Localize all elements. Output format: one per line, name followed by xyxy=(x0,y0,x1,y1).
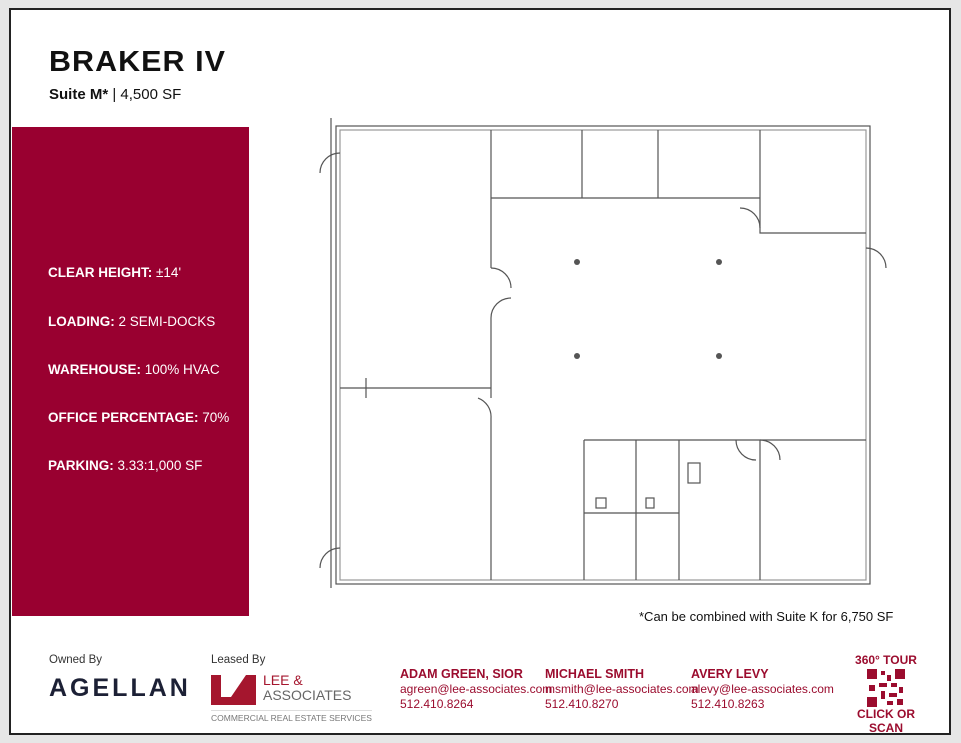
spec-value: 70% xyxy=(202,410,230,425)
suite-info: Suite M* | 4,500 SF xyxy=(49,86,181,103)
spec-warehouse: WAREHOUSE: 100% HVAC xyxy=(48,362,220,377)
spec-clear-height: CLEAR HEIGHT: ±14' xyxy=(48,265,181,280)
property-title: BRAKER IV xyxy=(49,46,226,78)
leased-by-label: Leased By xyxy=(211,654,266,666)
virtual-tour-link[interactable]: 360° TOUR CLICK OR SCAN xyxy=(841,653,931,735)
agellan-logo: AGELLAN xyxy=(49,674,191,702)
tour-cta: CLICK OR SCAN xyxy=(857,707,915,735)
contact-name: ADAM GREEN, SIOR xyxy=(400,667,523,681)
spec-office: OFFICE PERCENTAGE: 70% xyxy=(48,410,229,425)
spec-parking: PARKING: 3.33:1,000 SF xyxy=(48,458,202,473)
owned-by-label: Owned By xyxy=(49,654,103,666)
flyer-page: BRAKER IV Suite M* | 4,500 SF CLEAR HEIG… xyxy=(9,8,951,735)
contact-name: MICHAEL SMITH xyxy=(545,667,645,681)
email-link[interactable]: alevy@lee-associates.com xyxy=(691,682,834,696)
restroom-fixture-icon xyxy=(595,497,607,509)
spec-label: LOADING: xyxy=(48,314,115,329)
light-fixture-icon xyxy=(574,353,580,359)
email-link[interactable]: msmith@lee-associates.com xyxy=(545,682,699,696)
suite-size: | 4,500 SF xyxy=(112,86,182,103)
spec-value: 2 SEMI-DOCKS xyxy=(118,314,216,329)
spec-label: WAREHOUSE: xyxy=(48,362,142,377)
spec-label: CLEAR HEIGHT: xyxy=(48,265,153,280)
lee-logo-text: LEE &ASSOCIATES xyxy=(263,673,351,703)
combine-note: *Can be combined with Suite K for 6,750 … xyxy=(639,609,894,624)
lee-logo-mark-icon xyxy=(211,675,256,705)
lee-name-line1: LEE & xyxy=(263,672,303,688)
floor-plan xyxy=(319,118,887,588)
spec-value: 100% HVAC xyxy=(144,362,220,377)
email-link[interactable]: agreen@lee-associates.com xyxy=(400,682,553,696)
contact-phone: 512.410.8270 xyxy=(545,697,619,711)
spec-value: 3.33:1,000 SF xyxy=(117,458,203,473)
spec-label: PARKING: xyxy=(48,458,114,473)
tour-title: 360° TOUR xyxy=(855,653,917,667)
suite-name: Suite M* xyxy=(49,86,109,103)
lee-tagline: COMMERCIAL REAL ESTATE SERVICES xyxy=(211,710,372,723)
light-fixture-icon xyxy=(716,353,722,359)
contact-phone: 512.410.8263 xyxy=(691,697,765,711)
contact-name: AVERY LEVY xyxy=(691,667,769,681)
light-fixture-icon xyxy=(716,259,722,265)
contact-phone: 512.410.8264 xyxy=(400,697,474,711)
spec-value: ±14' xyxy=(156,265,182,280)
lee-name-line2: ASSOCIATES xyxy=(263,687,352,703)
specs-panel: CLEAR HEIGHT: ±14' LOADING: 2 SEMI-DOCKS… xyxy=(12,127,249,616)
sink-icon xyxy=(687,462,701,484)
restroom-fixture-icon xyxy=(645,497,655,509)
light-fixture-icon xyxy=(574,259,580,265)
qr-code-icon[interactable] xyxy=(867,669,905,707)
spec-loading: LOADING: 2 SEMI-DOCKS xyxy=(48,314,215,329)
spec-label: OFFICE PERCENTAGE: xyxy=(48,410,199,425)
